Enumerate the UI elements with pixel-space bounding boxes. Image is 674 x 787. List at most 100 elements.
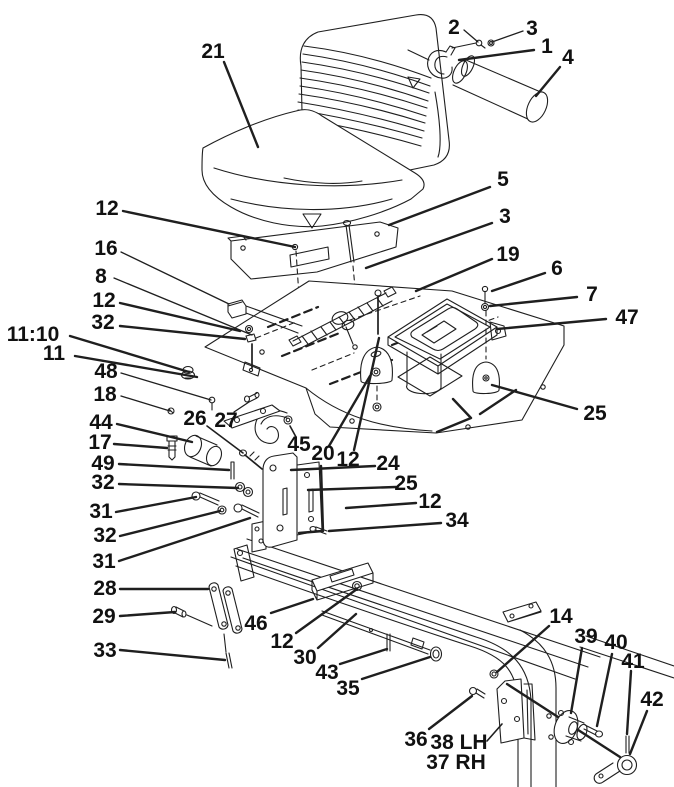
callout-52-37 RH: 37 RH: [426, 751, 486, 774]
leader-line-35-12: [352, 336, 381, 452]
leader-line-48-41: [625, 669, 633, 736]
callout-8-6: 6: [551, 257, 563, 280]
washer-35: [429, 646, 443, 662]
leader-line-34-20: [327, 374, 372, 448]
callout-39-34: 34: [445, 509, 469, 532]
leader-line-22-17: [112, 442, 169, 450]
callout-50-36: 36: [404, 728, 427, 751]
leader-line-37-25: [306, 485, 398, 492]
callout-31-26: 26: [183, 407, 206, 430]
leader-line-47-40: [595, 652, 614, 728]
latch-bracket-46: [311, 562, 374, 601]
grip-roller: [452, 55, 549, 123]
bumper-44: [183, 434, 223, 467]
hinge-block-16: [227, 299, 247, 319]
callout-14-8: 8: [95, 265, 107, 288]
leader-line-19-48: [120, 372, 212, 401]
seat-back-edge: [434, 91, 441, 158]
leader-line-3-1: [457, 48, 536, 62]
frame-beam: [230, 538, 601, 680]
leader-line-39-34: [327, 521, 443, 533]
callout-32-27: 27: [214, 409, 237, 432]
leader-line-27-31: [117, 516, 252, 563]
leader-line-49-42: [628, 709, 649, 756]
callout-28-28: 28: [93, 577, 117, 600]
leader-line-26-32: [118, 509, 222, 538]
leader-line-31-26: [206, 425, 244, 454]
leader-line-32-27: [233, 401, 250, 413]
leader-line-1-2: [463, 29, 479, 43]
seat-cushion: [201, 109, 425, 229]
nut-14: [489, 669, 499, 679]
callout-17-11:10: 11:10: [7, 323, 60, 346]
leader-line-8-6: [490, 271, 547, 293]
callout-47-40: 40: [604, 631, 627, 654]
leader-line-25-31: [114, 495, 198, 514]
bolt-17: [166, 435, 178, 461]
washer-12: [244, 324, 254, 334]
leader-line-24-32: [117, 482, 240, 490]
callout-21-44: 44: [89, 411, 113, 434]
callout-35-12: 12: [336, 448, 359, 471]
seat-cushion-mark: [302, 213, 322, 229]
washer-32-c: [217, 505, 227, 515]
callout-11-25: 25: [583, 402, 607, 425]
leader-line-6-3: [364, 221, 494, 270]
callout-48-41: 41: [621, 650, 645, 673]
leader-line-17-11:10: [68, 334, 191, 374]
washer-32-b: [242, 486, 254, 498]
bolt-26: [238, 449, 263, 470]
callout-42-30: 30: [293, 646, 316, 669]
callout-6-3: 3: [499, 205, 511, 228]
callout-18-11: 11: [43, 342, 66, 365]
leader-line-0-21: [222, 60, 260, 149]
leader-line-20-18: [120, 395, 171, 412]
callout-13-16: 16: [94, 237, 117, 260]
pin-49: [230, 461, 235, 480]
callout-37-25: 25: [394, 472, 418, 495]
nut-45: [283, 415, 293, 425]
leader-line-41-12: [294, 587, 359, 635]
callout-49-42: 42: [640, 688, 663, 711]
leader-line-43-43: [338, 647, 389, 666]
leader-line-40-46: [269, 597, 315, 615]
leader-line-21-44: [115, 422, 194, 444]
lever-bar-26: [223, 391, 281, 429]
clamp-band: [407, 42, 477, 79]
callout-51-38 LH: 38 LH: [430, 731, 487, 754]
leader-line-42-30: [316, 612, 358, 650]
callout-2-3: 3: [526, 17, 538, 40]
callout-4-4: 4: [562, 46, 574, 69]
callout-15-12: 12: [92, 289, 115, 312]
bolt-12-flange: [351, 580, 363, 592]
pin-41: [625, 735, 630, 754]
bolt-31-upper: [191, 491, 220, 506]
slide-rail-assembly: [227, 286, 397, 350]
support-arm: [233, 544, 255, 582]
seat-cushion-crease: [283, 177, 363, 184]
callout-10-47: 47: [615, 306, 638, 329]
leader-line-30-33: [118, 648, 227, 662]
callout-29-29: 29: [92, 605, 115, 628]
frame-tab: [502, 601, 542, 623]
callout-34-20: 20: [311, 442, 334, 465]
callout-7-19: 19: [496, 243, 519, 266]
leader-line-7-19: [414, 257, 494, 293]
leader-line-51-38 LH: [486, 723, 503, 742]
corner-tab-47: [489, 321, 507, 341]
bolt-3-shaft: [345, 224, 355, 263]
leader-line-18-11: [73, 354, 199, 379]
leader-line-50-36: [427, 694, 474, 731]
lower-bracket-38: [468, 669, 622, 759]
seat-back-ribs: [296, 45, 432, 147]
rail-hatching: [301, 297, 384, 345]
frame-tube: [235, 565, 519, 787]
foot-bracket: [242, 361, 261, 377]
leader-line-12-12: [121, 209, 297, 249]
leader-line-45-14: [495, 624, 551, 674]
bolt-31-lower: [233, 503, 260, 518]
pivot-bracket-assembly: [191, 391, 325, 548]
callout-20-18: 18: [93, 383, 117, 406]
callout-33-45: 45: [287, 433, 311, 456]
